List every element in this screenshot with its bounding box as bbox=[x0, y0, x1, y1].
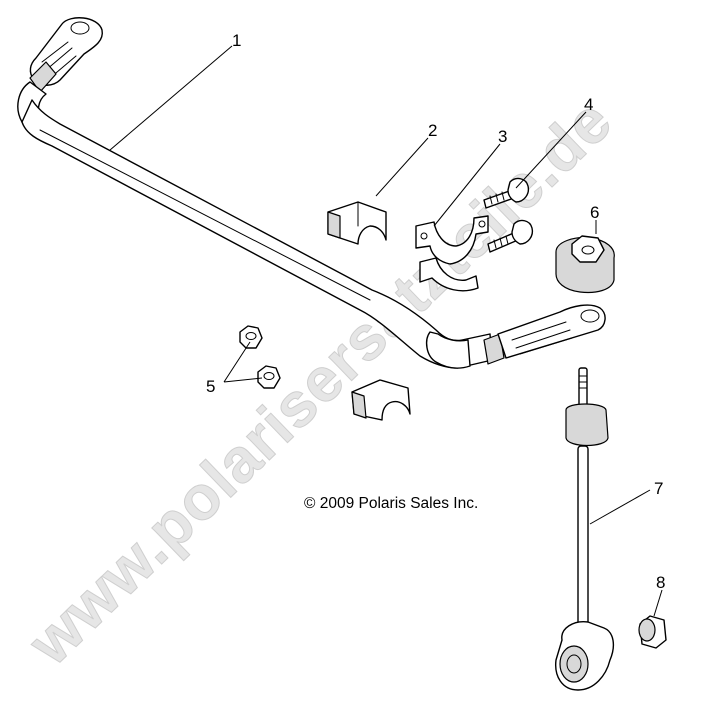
callout-2: 2 bbox=[428, 121, 437, 140]
callout-7: 7 bbox=[654, 479, 663, 498]
callout-6: 6 bbox=[590, 203, 599, 222]
callout-1: 1 bbox=[232, 31, 241, 50]
nuts bbox=[239, 325, 281, 389]
link-bushing bbox=[638, 615, 667, 649]
callout-8: 8 bbox=[656, 573, 665, 592]
copyright-notice: © 2009 Polaris Sales Inc. bbox=[304, 495, 478, 512]
stabilizer-bar bbox=[17, 17, 606, 369]
grommet bbox=[555, 235, 615, 294]
bushing-upper bbox=[327, 201, 387, 245]
end-link bbox=[555, 367, 615, 691]
callout-3: 3 bbox=[498, 127, 507, 146]
bushing-lower bbox=[351, 379, 411, 421]
callout-5: 5 bbox=[206, 377, 215, 396]
leader-lines bbox=[109, 45, 663, 617]
clamp-bracket bbox=[415, 215, 489, 292]
callout-4: 4 bbox=[584, 95, 593, 114]
bolts bbox=[483, 177, 534, 253]
callouts: 1 2 3 4 5 6 7 8 bbox=[206, 31, 665, 592]
